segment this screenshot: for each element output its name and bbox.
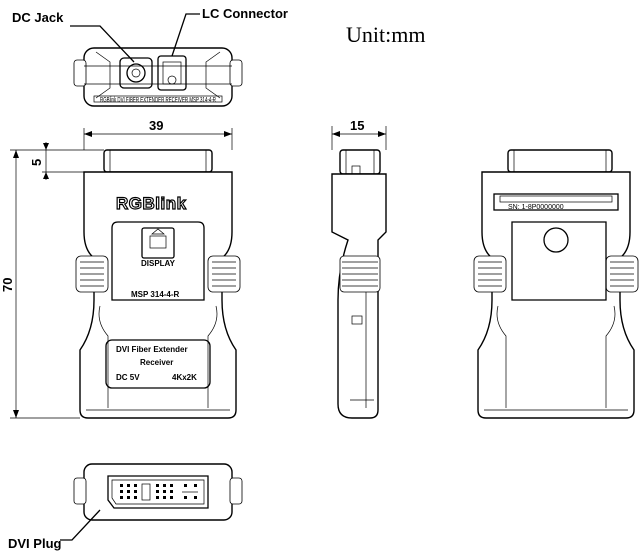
svg-text:70: 70 [0,278,15,292]
svg-text:5: 5 [29,159,44,166]
back-view: SN: 1-8P0000000 [473,149,639,419]
svg-text:39: 39 [149,118,163,133]
dvi-pins [120,484,197,499]
display-button [141,227,175,259]
front-view: RGBlink DISPLAY MSP 314-4-R DVI Fiber Ex… [75,149,241,419]
power-rating: DC 5V [116,373,140,382]
dc-jack-port [119,57,153,89]
model-number: MSP 314-4-R [131,290,180,299]
svg-text:15: 15 [350,118,364,133]
bottom-view [73,463,243,521]
top-view: RGBlink DVI FIBER EXTENDER RECEIVER MSP … [73,47,243,107]
unit-label: Unit:mm [346,22,425,47]
label-line1: DVI Fiber Extender [116,345,188,354]
display-button-label: DISPLAY [141,259,176,268]
label-line2: Receiver [140,358,173,367]
dvi-plug-label: DVI Plug [8,536,62,551]
dc-jack-label: DC Jack [12,10,64,25]
top-strip-text: RGBlink DVI FIBER EXTENDER RECEIVER MSP … [100,97,216,104]
resolution: 4Kx2K [172,373,197,382]
lc-connector-label: LC Connector [202,6,288,21]
brand-logo: RGBlink [116,194,187,213]
product-label [105,339,211,389]
serial-sticker [493,193,619,211]
serial-number: SN: 1-8P0000000 [508,204,564,211]
dimension-height: 70 [0,149,80,419]
side-view [331,149,387,419]
dimension-depth: 15 [331,118,387,150]
dimension-width: 39 [83,118,233,150]
dimension-connector: 5 [29,142,104,180]
